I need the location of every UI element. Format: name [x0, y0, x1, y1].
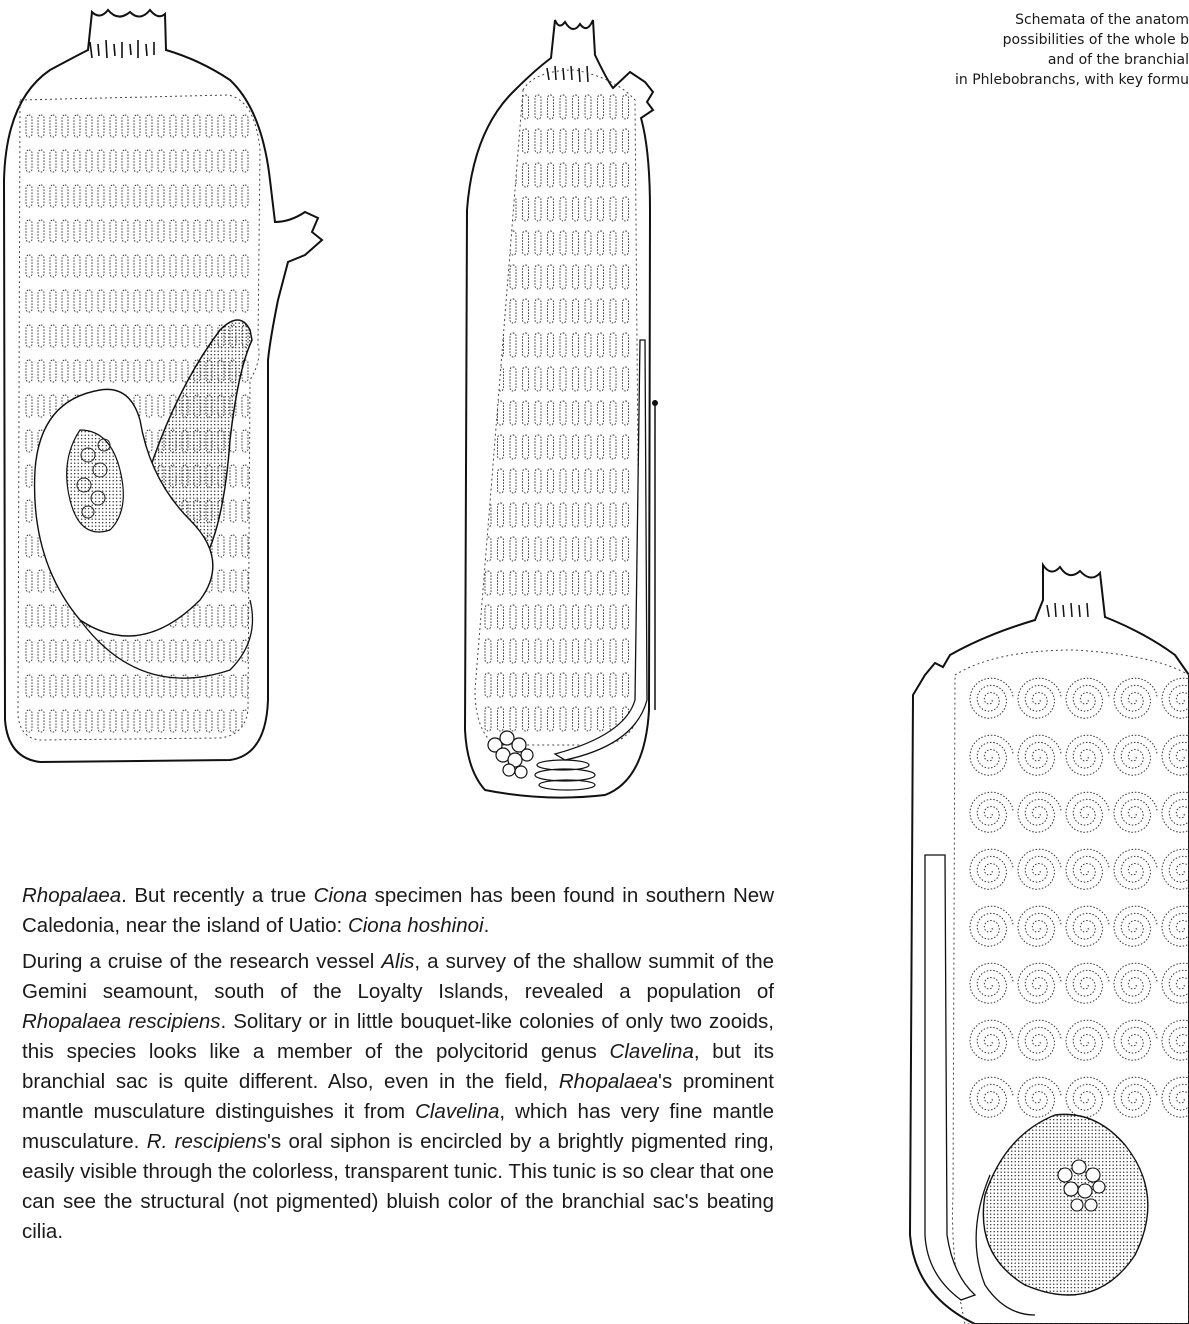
- vessel-name: Alis: [381, 950, 414, 973]
- taxon-name: Clavelina: [610, 1040, 694, 1063]
- paragraph-1: Rhopalaea. But recently a true Ciona spe…: [22, 881, 774, 941]
- zooid-drawing-middle: [455, 10, 705, 810]
- taxon-name: Rhopalaea: [22, 884, 121, 907]
- zooid-drawing-right-svg: [895, 555, 1189, 1324]
- article-body: Rhopalaea. But recently a true Ciona spe…: [22, 881, 774, 1253]
- taxon-name: Clavelina: [415, 1100, 499, 1123]
- zooid-drawing-right: [895, 555, 1189, 1324]
- taxon-name: Rhopalaea: [559, 1070, 658, 1093]
- caption-line-2: possibilities of the whole b: [859, 30, 1189, 50]
- text-run: . But recently a true: [121, 884, 313, 907]
- text-run: During a cruise of the research vessel: [22, 950, 381, 973]
- zooid-drawing-left: [0, 0, 340, 770]
- caption-line-3: and of the branchial: [859, 50, 1189, 70]
- taxon-name: Rhopalaea rescipiens: [22, 1010, 221, 1033]
- zooid-drawing-left-svg: [0, 0, 340, 770]
- caption-line-1: Schemata of the anatom: [859, 10, 1189, 30]
- zooid-drawing-middle-svg: [455, 10, 705, 810]
- caption-line-4: in Phlebobranchs, with key formu: [859, 70, 1189, 90]
- taxon-name: Ciona: [314, 884, 368, 907]
- taxon-name: Ciona hoshinoi: [348, 914, 484, 937]
- text-run: .: [484, 914, 490, 937]
- taxon-name: R. rescipiens: [147, 1130, 267, 1153]
- figure-caption: Schemata of the anatom possibilities of …: [859, 10, 1189, 90]
- paragraph-2: During a cruise of the research vessel A…: [22, 947, 774, 1247]
